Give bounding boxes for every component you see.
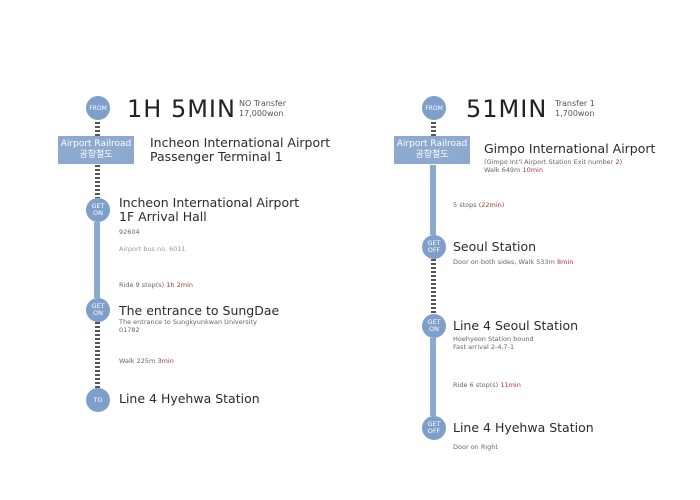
destination-sub-2: Door on Right <box>453 443 498 451</box>
destination-title: Line 4 Hyehwa Station <box>119 391 260 406</box>
origin-title: Incheon International Airport Passenger … <box>150 135 331 164</box>
get-on-badge: GET ON <box>86 198 110 222</box>
ride-info-2: Ride 6 stop(s) 11min <box>453 381 521 389</box>
dashed-line-transfer <box>431 259 436 314</box>
stops-info: 5 stops (22min) <box>453 201 505 209</box>
transfer-info-2: Transfer 1 1,700won <box>555 99 595 118</box>
stop-2-title: The entrance to SungDae <box>119 303 280 318</box>
seoul-station-title: Seoul Station <box>453 239 537 254</box>
walk-info: Walk 225m 3min <box>119 357 174 365</box>
dashed-line-top <box>95 122 100 136</box>
line-badge-airport-railroad-2: Airport Railroad 공항철도 <box>394 136 470 164</box>
stop-2-sub: The entrance to Sungkyunkwan University … <box>119 318 257 334</box>
ride-info: Ride 9 stop(s) 1h 2min <box>119 281 194 289</box>
to-badge: TO <box>86 388 110 412</box>
get-off-badge: GET OFF <box>422 235 446 259</box>
from-badge-2: FROM <box>422 96 446 120</box>
line-4-seoul-title: Line 4 Seoul Station <box>453 318 579 333</box>
destination-title-2: Line 4 Hyehwa Station <box>453 420 594 435</box>
get-off-badge-2: GET OFF <box>422 416 446 440</box>
stop-1-title: Incheon International Airport 1F Arrival… <box>119 195 300 224</box>
from-badge: FROM <box>86 96 110 120</box>
dashed-line-walk-1 <box>95 165 100 198</box>
origin-sub-2: (Gimpo Int'l Airport Station Exit number… <box>484 158 623 174</box>
rail-line-4 <box>430 338 436 416</box>
dashed-line-top-2 <box>431 122 436 136</box>
bus-line <box>94 222 100 298</box>
seoul-station-sub: Door on both sides, Walk 533m 8min <box>453 258 574 266</box>
get-on-badge-3: GET ON <box>422 314 446 338</box>
route-duration-2: 51MIN <box>466 95 548 123</box>
line-badge-airport-railroad: Airport Railroad 공항철도 <box>58 136 134 164</box>
origin-title-2: Gimpo International Airport <box>484 141 656 156</box>
bus-number: Airport bus no. 6011 <box>119 245 186 253</box>
rail-line-airport <box>430 165 436 235</box>
line-4-seoul-sub: Hoehyeon Station bound Fast arrival 2-4,… <box>453 335 534 351</box>
route-duration: 1H 5MIN <box>127 95 236 123</box>
stop-1-code: 92604 <box>119 228 140 236</box>
transfer-info: NO Transfer 17,000won <box>239 99 286 118</box>
get-on-badge-2: GET ON <box>86 298 110 322</box>
dashed-line-walk-2 <box>95 322 100 388</box>
